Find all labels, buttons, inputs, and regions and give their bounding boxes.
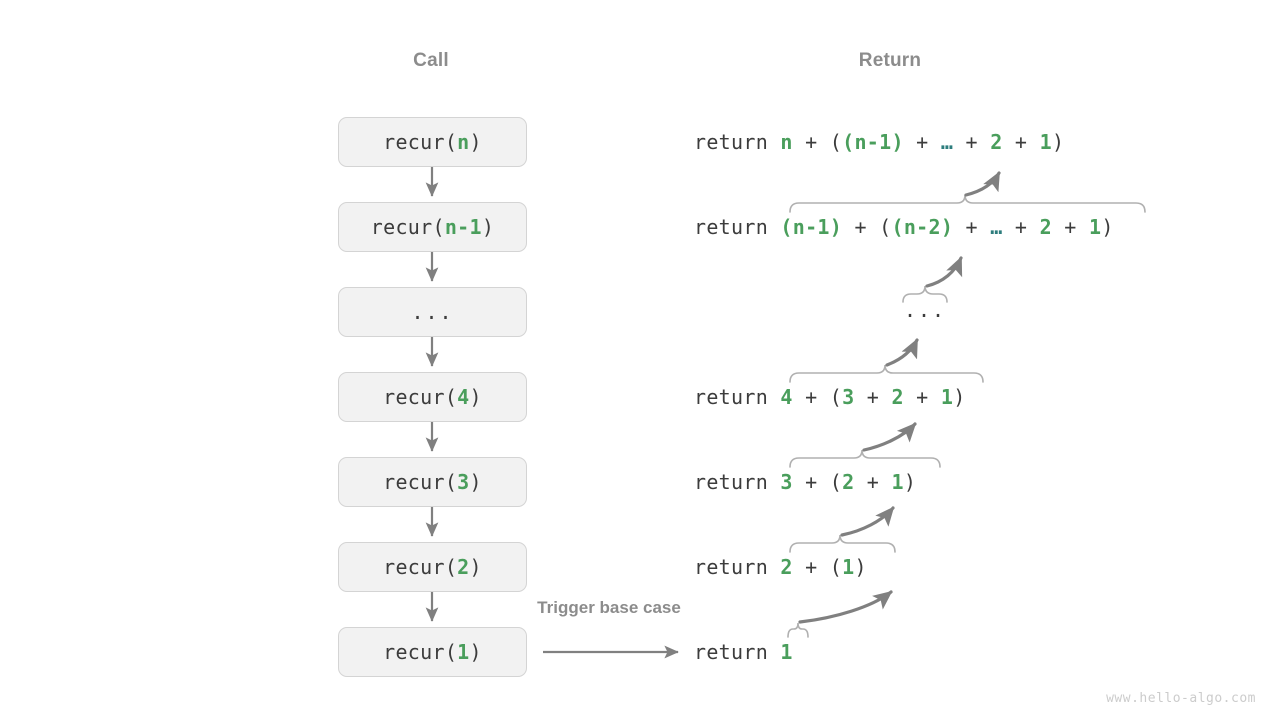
return-token: 4 [780, 385, 793, 409]
brace-row-6 [789, 534, 896, 553]
return-token: + [854, 385, 892, 409]
call-box-suffix: ) [469, 470, 482, 494]
return-token: (n-1) [780, 215, 843, 239]
return-line-return-1: return 1 [694, 640, 793, 664]
call-box-prefix: recur( [383, 640, 458, 664]
return-token: + [1002, 130, 1040, 154]
return-token: (n-1) [842, 130, 904, 154]
return-token: 2 [780, 555, 793, 579]
return-token: 1 [780, 640, 793, 664]
return-token: ) [903, 470, 917, 494]
return-arrow-5 [862, 422, 917, 452]
call-box-ellipsis: ... [338, 287, 527, 337]
return-line-return-n: return n + ((n-1) + … + 2 + 1) [694, 130, 1064, 154]
call-box-argument: 1 [457, 640, 470, 664]
return-arrow-ellipsis [925, 256, 963, 288]
return-token: ) [953, 385, 966, 409]
return-token: return [694, 470, 781, 494]
call-box-prefix: recur( [383, 555, 458, 579]
call-box-argument: 4 [457, 385, 470, 409]
return-token: + ( [792, 555, 843, 579]
return-line-return-n-1: return (n-1) + ((n-2) + … + 2 + 1) [694, 215, 1114, 239]
return-token: return [694, 130, 781, 154]
call-box-suffix: ) [469, 555, 482, 579]
call-box-prefix: recur( [383, 470, 458, 494]
return-token: + [903, 130, 941, 154]
return-token: + ( [792, 470, 843, 494]
return-token: ) [1101, 215, 1114, 239]
return-token: + ( [792, 130, 843, 154]
return-token: (n-2) [891, 215, 954, 239]
call-box-suffix: ) [481, 215, 495, 239]
brace-row-4 [789, 364, 984, 383]
call-box-recur-1: recur(1) [338, 627, 527, 677]
return-token: return [694, 640, 781, 664]
return-token: return [694, 385, 781, 409]
return-token: … [990, 215, 1003, 239]
call-box-recur-2: recur(2) [338, 542, 527, 592]
return-token: 3 [842, 385, 855, 409]
return-token: 1 [842, 555, 855, 579]
return-token: + [1051, 215, 1089, 239]
call-box-argument: n-1 [444, 215, 482, 239]
return-token: + [903, 385, 941, 409]
return-token: + ( [842, 215, 892, 239]
return-token: + [854, 470, 892, 494]
return-token: + ( [792, 385, 843, 409]
return-token: + [1002, 215, 1040, 239]
return-token: 2 [990, 130, 1003, 154]
return-token: 3 [780, 470, 793, 494]
call-box-recur-n-1: recur(n-1) [338, 202, 527, 252]
return-token: 1 [891, 470, 904, 494]
call-box-suffix: ) [469, 640, 482, 664]
call-box-ellipsis-text: ... [411, 300, 454, 324]
return-token: ) [1051, 130, 1065, 154]
return-token: 1 [940, 385, 954, 409]
watermark: www.hello-algo.com [1106, 691, 1256, 706]
return-token: 1 [1088, 215, 1102, 239]
call-box-prefix: recur( [370, 215, 445, 239]
brace-row-5 [789, 449, 941, 468]
brace-row-2 [789, 194, 1146, 213]
return-arrow-2 [964, 171, 1001, 197]
return-token: 2 [1039, 215, 1052, 239]
call-box-suffix: ) [469, 130, 482, 154]
call-box-argument: 3 [457, 470, 470, 494]
call-box-prefix: recur( [383, 130, 458, 154]
call-box-recur-3: recur(3) [338, 457, 527, 507]
return-line-return-4: return 4 + (3 + 2 + 1) [694, 385, 966, 409]
return-token: 2 [891, 385, 904, 409]
call-box-recur-n: recur(n) [338, 117, 527, 167]
return-token: + [953, 215, 991, 239]
return-token: … [940, 130, 954, 154]
column-header-return: Return [858, 50, 922, 71]
return-line-return-2: return 2 + (1) [694, 555, 867, 579]
return-token: return [694, 555, 781, 579]
return-arrow-7 [798, 590, 893, 624]
return-token: 2 [842, 470, 855, 494]
call-box-argument: n [457, 130, 470, 154]
column-header-call: Call [413, 50, 449, 71]
return-token: ) [854, 555, 867, 579]
call-box-prefix: recur( [383, 385, 458, 409]
call-box-argument: 2 [457, 555, 470, 579]
trigger-base-case-label: Trigger base case [537, 598, 681, 617]
brace-row-7 [787, 622, 809, 638]
return-token: return [694, 215, 781, 239]
return-ellipsis: ... [903, 298, 947, 322]
return-token: 1 [1039, 130, 1052, 154]
call-box-suffix: ) [469, 385, 482, 409]
return-arrow-6 [840, 506, 895, 537]
return-token: + [953, 130, 991, 154]
return-token: n [780, 130, 793, 154]
return-arrow-4 [885, 338, 919, 367]
call-box-recur-4: recur(4) [338, 372, 527, 422]
return-line-return-3: return 3 + (2 + 1) [694, 470, 916, 494]
